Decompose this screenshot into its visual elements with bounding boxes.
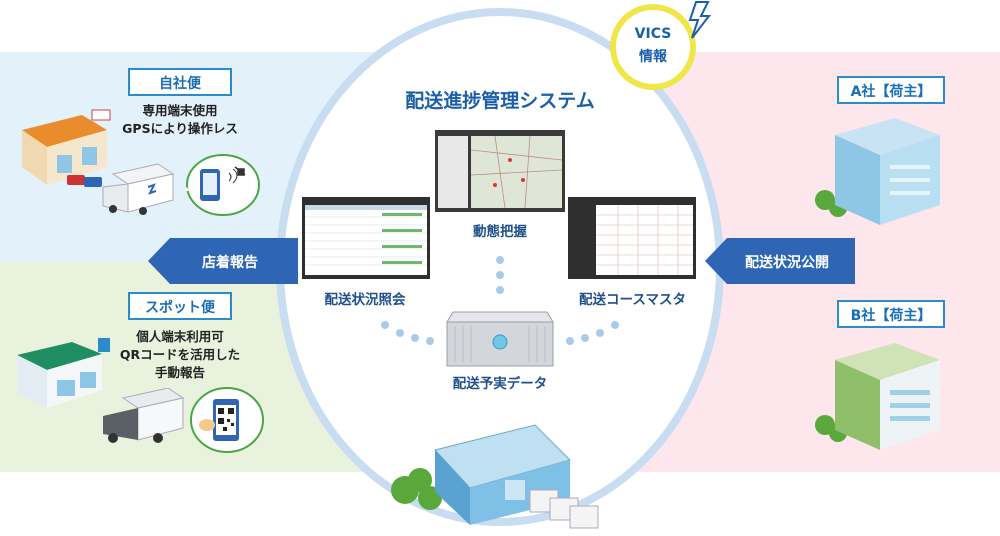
status-screen-image: [302, 197, 430, 279]
convenience-store-icon: [17, 338, 110, 408]
delivery-status-label: 配送状況公開: [745, 255, 829, 271]
store-arrival-arrow: [148, 238, 298, 284]
delivery-status-arrow: [705, 238, 855, 284]
map-screen-image: [435, 130, 565, 212]
server-caption: 配送予実データ: [452, 376, 548, 392]
delivery-truck-icon: [102, 163, 175, 215]
spot-fleet-label: スポット便: [128, 292, 232, 320]
store-arrival-label: 店着報告: [202, 255, 258, 271]
qr-phone-icon: [190, 387, 264, 453]
own-fleet-desc-1: 専用端末使用: [142, 103, 218, 118]
warehouse-icon: [391, 424, 599, 529]
status-screen-caption: 配送状況照会: [324, 292, 406, 308]
spot-fleet-desc-1: 個人端末利用可: [136, 329, 224, 344]
own-fleet-desc-2: GPSにより操作レス: [122, 121, 238, 136]
spot-truck-icon: [103, 388, 185, 443]
shipper-b-label: B社【荷主】: [837, 300, 945, 328]
system-title: 配送進捗管理システム: [405, 90, 595, 112]
shipper-a-building-icon: [815, 118, 940, 225]
own-fleet-label: 自社便: [128, 68, 232, 96]
spot-fleet-desc-3: 手動報告: [154, 365, 205, 380]
gps-phone-icon: [185, 154, 260, 216]
course-screen-caption: 配送コースマスタ: [579, 292, 686, 308]
lightning-icon: [688, 0, 712, 39]
shipper-b-building-icon: [815, 343, 940, 450]
vics-line1: VICS: [634, 26, 672, 42]
shipper-a-label: A社【荷主】: [837, 76, 945, 104]
server-icon: [446, 311, 554, 367]
vics-bubble: VICS 情報: [610, 4, 696, 90]
vics-line2: 情報: [639, 49, 667, 65]
map-screen-caption: 動態把握: [473, 224, 527, 240]
spot-fleet-desc-2: QRコードを活用した: [119, 347, 241, 362]
store-icon: [22, 109, 111, 187]
course-screen-image: [568, 197, 696, 279]
